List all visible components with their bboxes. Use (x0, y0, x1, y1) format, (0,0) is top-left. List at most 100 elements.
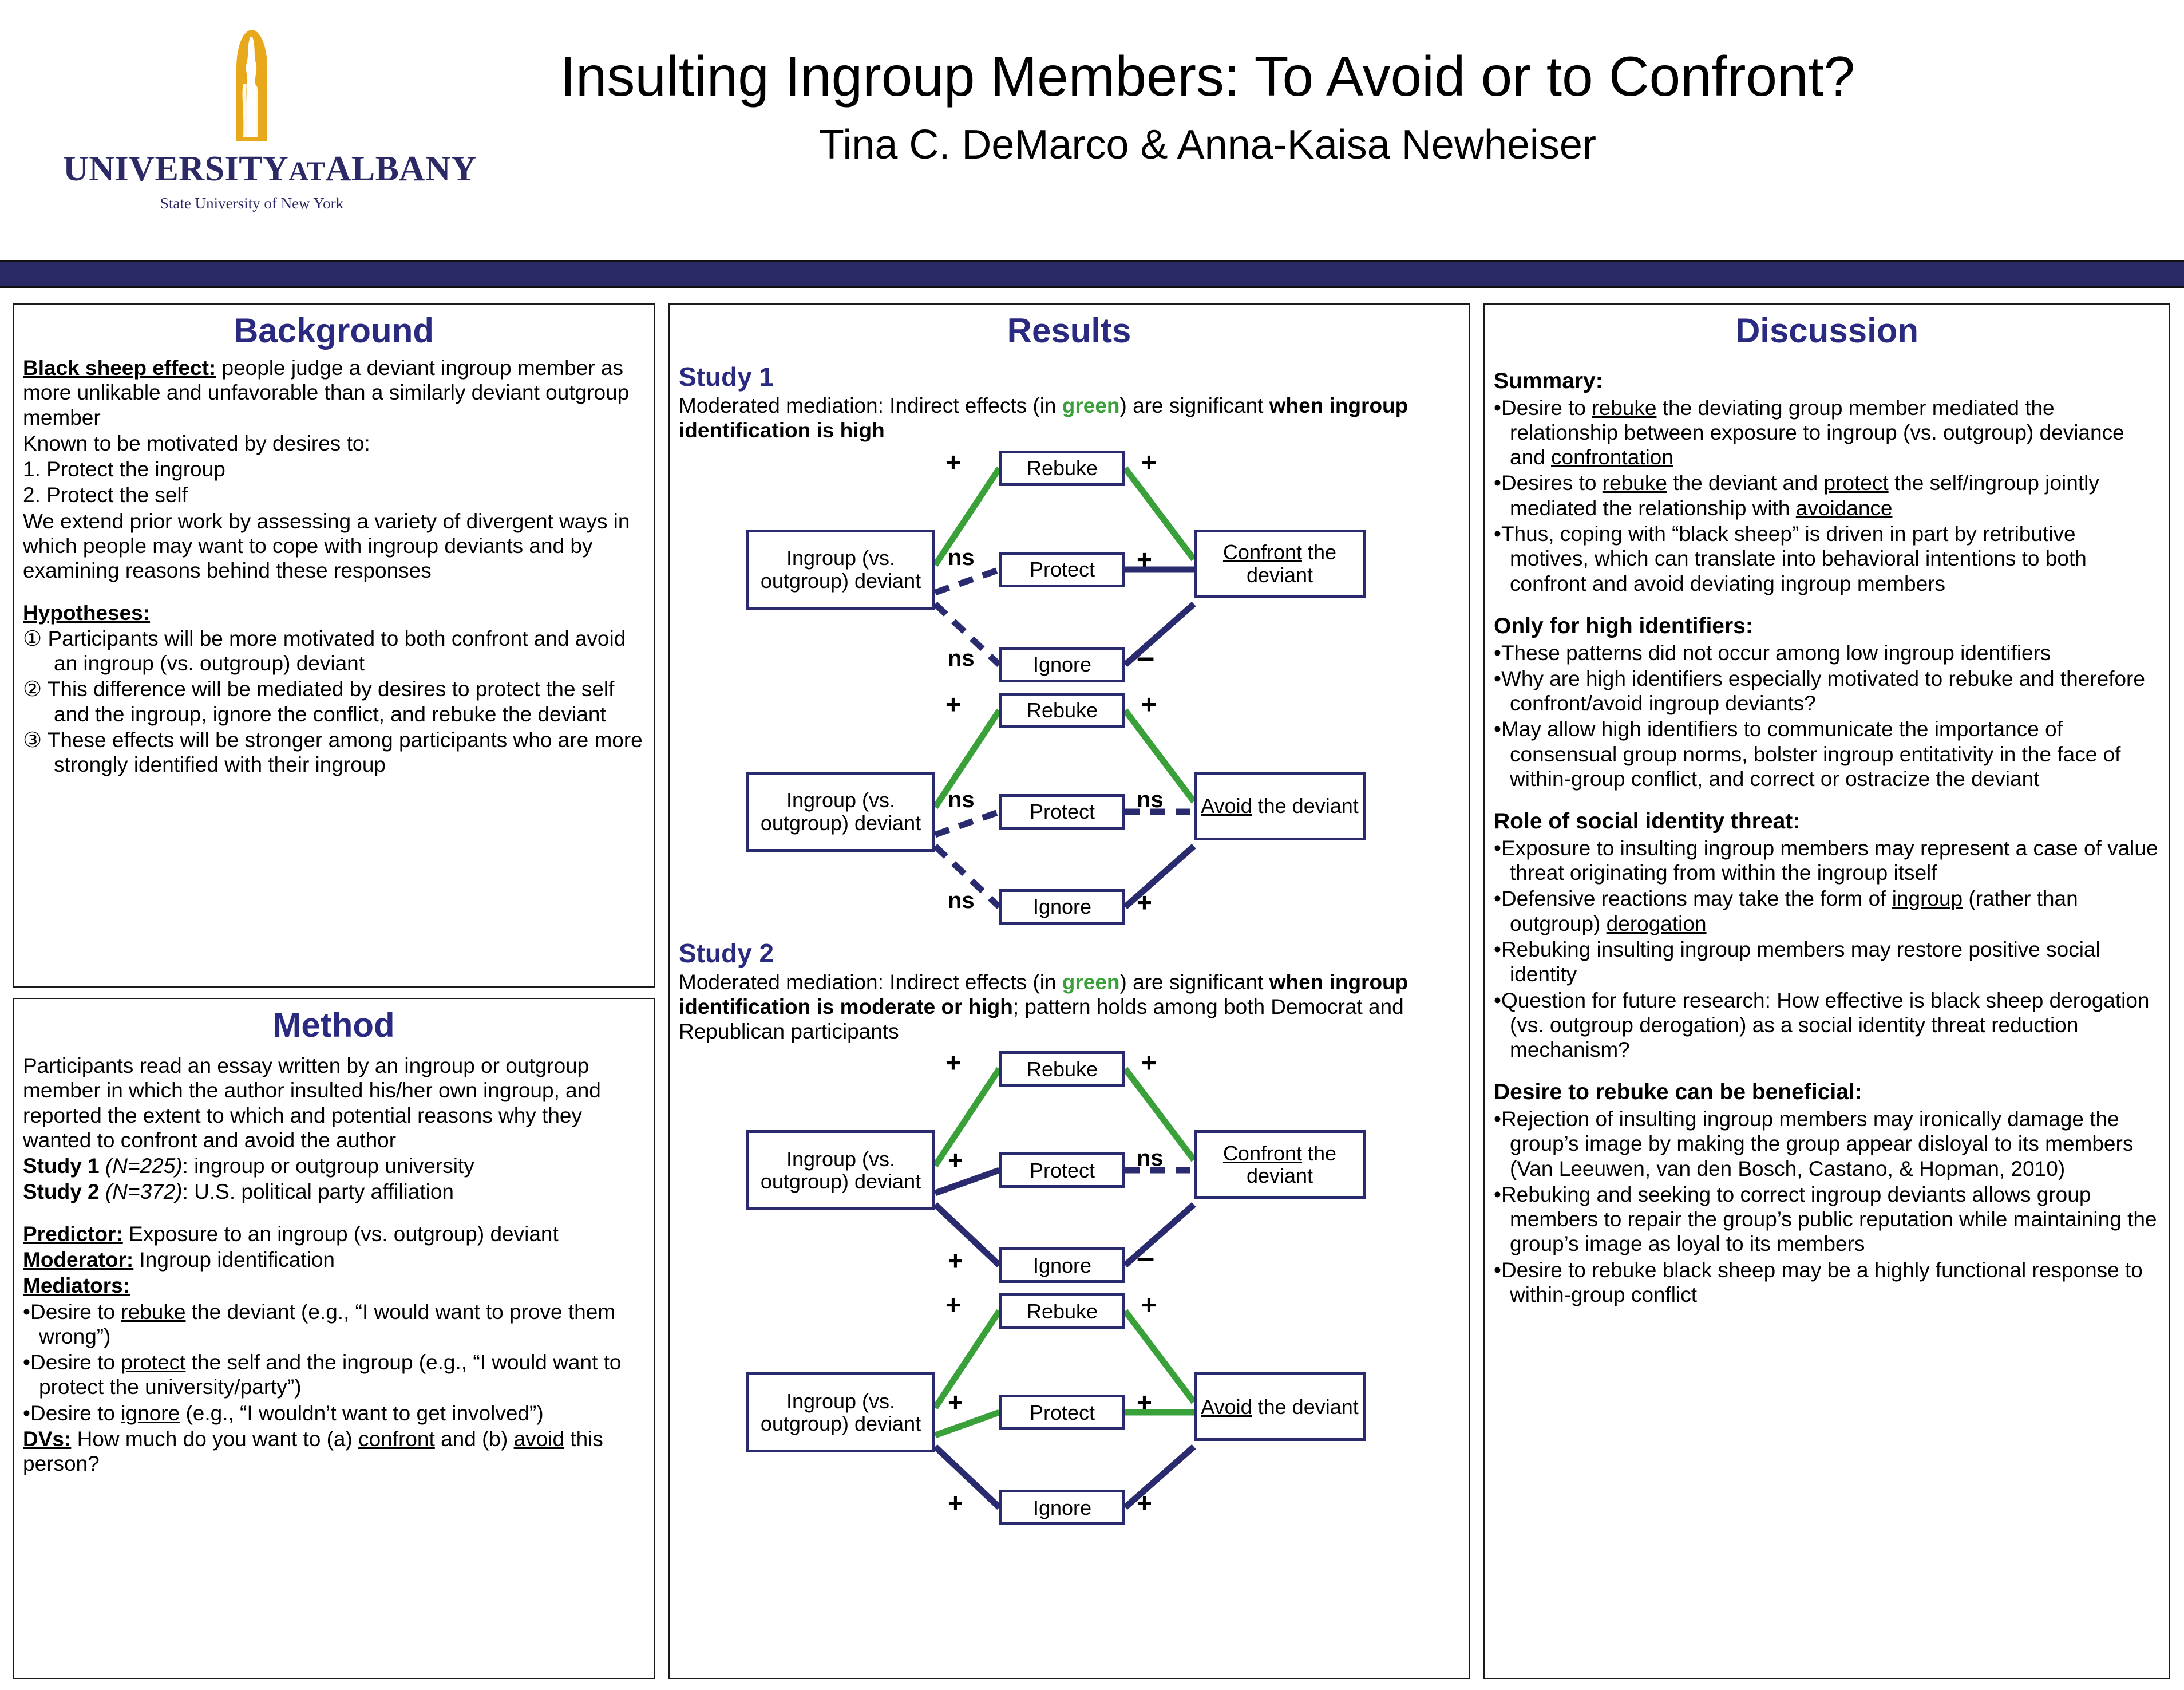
mediator-3-pre: Desire to (30, 1401, 121, 1425)
method-study1-label: Study 1 (23, 1154, 100, 1178)
discussion-bullet-0-0: •Desire to rebuke the deviating group me… (1494, 396, 2124, 469)
sign-x-rebuke: + (945, 689, 961, 719)
sign-protect-y: + (1137, 544, 1152, 574)
method-dvs: DVs: How much do you want to (a) confron… (23, 1427, 644, 1476)
mediator-1: •Desire to rebuke the deviant (e.g., “I … (23, 1300, 616, 1348)
discussion-bullet-2-2: •Rebuking insulting ingroup members may … (1494, 937, 2100, 986)
study1-green-word: green (1062, 394, 1120, 417)
background-motivated-line: Known to be motivated by desires to: (23, 431, 370, 455)
hypothesis-1-number: ① (23, 626, 42, 650)
dvs-text-a: How much do you want to (a) (71, 1427, 359, 1451)
discussion-title: Discussion (1735, 311, 1919, 350)
discussion-bullet-1-2: •May allow high identifiers to communica… (1494, 717, 2121, 791)
poster-body: Background Black sheep effect: people ju… (0, 303, 2184, 1679)
method-text: Participants read an essay written by an… (23, 1053, 644, 1476)
node-ignore-label: Ignore (1032, 1495, 1092, 1519)
node-ignore: Ignore (999, 889, 1125, 925)
method-procedure: Participants read an essay written by an… (23, 1054, 601, 1152)
mediator-3-keyword: ignore (121, 1401, 180, 1425)
mediator-3: •Desire to ignore (e.g., “I wouldn’t wan… (23, 1401, 544, 1425)
sign-protect-y: ns (1137, 787, 1164, 812)
hypotheses-label: Hypotheses: (23, 601, 151, 625)
study2-sub-b: ) are significant (1119, 970, 1269, 994)
node-predictor: Ingroup (vs. outgroup) deviant (746, 1372, 935, 1453)
discussion-bullet-1-0: •These patterns did not occur among low … (1494, 641, 2051, 665)
node-ignore: Ignore (999, 646, 1125, 682)
poster-header: UNIVERSITYATALBANY State University of N… (0, 0, 2184, 240)
title-block: Insulting Ingroup Members: To Avoid or t… (435, 45, 1980, 168)
mediator-1-post: the deviant (e.g., “I would want to prov… (39, 1300, 616, 1348)
sign-protect-y: + (1137, 1387, 1152, 1417)
sign-x-protect: + (948, 1145, 963, 1175)
mediator-2-keyword: protect (121, 1351, 186, 1375)
sign-x-ignore: ns (948, 887, 975, 913)
hypothesis-3: ③ These effects will be stronger among p… (23, 728, 644, 777)
sign-ignore-y: + (1137, 887, 1152, 917)
hypothesis-3-text: These effects will be stronger among par… (47, 728, 643, 777)
results-title: Results (1007, 311, 1131, 350)
node-predictor: Ingroup (vs. outgroup) deviant (746, 771, 935, 852)
sign-x-rebuke: + (945, 1048, 961, 1078)
node-outcome-label: Avoid the deviant (1201, 1395, 1359, 1419)
study1-block: Study 1 Moderated mediation: Indirect ef… (679, 361, 1459, 443)
node-outcome-confront: Confront the deviant (1194, 1130, 1366, 1199)
background-title: Background (233, 311, 434, 350)
discussion-heading-1: Only for high identifiers: (1494, 613, 1753, 638)
sign-x-rebuke: + (945, 447, 961, 477)
panel-method: Method Participants read an essay writte… (13, 998, 655, 1679)
university-logo: UNIVERSITYATALBANY State University of N… (63, 29, 477, 212)
dvs-confront: confront (358, 1427, 435, 1451)
mediator-2-pre: Desire to (30, 1351, 121, 1375)
node-outcome-label: Confront the deviant (1222, 1141, 1337, 1188)
method-study1-line: Study 1 (N=225): ingroup or outgroup uni… (23, 1154, 644, 1178)
panel-results: Results Study 1 Moderated mediation: Ind… (668, 303, 1470, 1679)
method-moderator: Moderator: Ingroup identification (23, 1247, 644, 1272)
node-rebuke-label: Rebuke (1026, 698, 1098, 722)
poster-authors: Tina C. DeMarco & Anna-Kaisa Newheiser (819, 121, 1596, 168)
study1-heading: Study 1 (679, 362, 774, 392)
node-ignore: Ignore (999, 1247, 1125, 1284)
node-rebuke: Rebuke (999, 1293, 1125, 1329)
node-protect: Protect (999, 793, 1125, 830)
discussion-bullet-0-1: •Desires to rebuke the deviant and prote… (1494, 471, 2099, 520)
header-divider-bar (0, 260, 2184, 288)
sign-ignore-y: – (1137, 1239, 1155, 1276)
hypothesis-1-text: Participants will be more motivated to b… (48, 626, 626, 676)
discussion-bullet-2-3: •Question for future research: How effec… (1494, 988, 2150, 1062)
node-protect-label: Protect (1029, 557, 1095, 581)
node-ignore-label: Ignore (1032, 894, 1092, 918)
sign-x-rebuke: + (945, 1290, 961, 1320)
node-ignore-label: Ignore (1032, 652, 1092, 676)
sign-x-protect: ns (948, 544, 975, 570)
discussion-heading-0: Summary: (1494, 369, 1603, 393)
sign-x-ignore: + (948, 1488, 963, 1518)
black-sheep-effect-text: people judge a deviant ingroup member as… (23, 356, 630, 429)
poster-title: Insulting Ingroup Members: To Avoid or t… (560, 45, 1855, 108)
diagram-paths (932, 466, 1197, 667)
mediator-3-post: (e.g., “I wouldn’t want to get involved”… (180, 1401, 544, 1425)
node-rebuke-label: Rebuke (1026, 1299, 1098, 1323)
hypothesis-1: ① Participants will be more motivated to… (23, 626, 644, 676)
node-protect-label: Protect (1029, 1158, 1095, 1182)
sign-rebuke-y: + (1141, 689, 1157, 719)
node-rebuke: Rebuke (999, 692, 1125, 728)
logo-wordmark: UNIVERSITYATALBANY (63, 149, 477, 188)
discussion-bullet-2-1: •Defensive reactions may take the form o… (1494, 887, 2078, 935)
sign-x-protect: + (948, 1387, 963, 1417)
dvs-text-b: and (b) (434, 1427, 514, 1451)
discussion-bullet-3-2: •Desire to rebuke black sheep may be a h… (1494, 1258, 2143, 1306)
study1-sub-b: ) are significant (1119, 394, 1269, 417)
node-predictor: Ingroup (vs. outgroup) deviant (746, 529, 935, 610)
method-study1-n: (N=225) (105, 1154, 183, 1178)
method-study1-text: : ingroup or outgroup university (182, 1154, 474, 1178)
node-rebuke-label: Rebuke (1026, 1057, 1098, 1081)
node-outcome-label: Avoid the deviant (1201, 793, 1359, 818)
sign-rebuke-y: + (1141, 447, 1157, 477)
node-protect-label: Protect (1029, 799, 1095, 823)
discussion-body: Summary: •Desire to rebuke the deviating … (1494, 368, 2160, 1307)
hypothesis-2: ② This difference will be mediated by de… (23, 677, 644, 726)
node-protect: Protect (999, 1152, 1125, 1188)
method-predictor: Predictor: Exposure to an ingroup (vs. o… (23, 1222, 644, 1246)
